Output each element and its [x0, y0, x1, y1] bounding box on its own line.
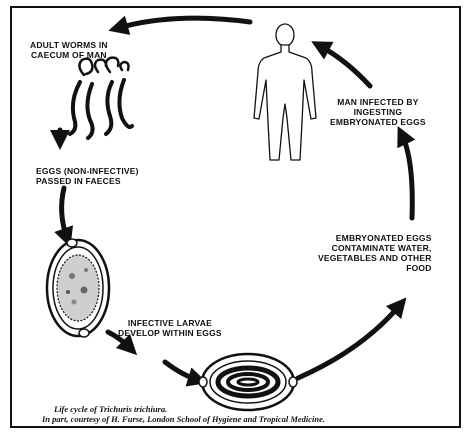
egg-unembryonated-icon	[47, 239, 109, 337]
caption-line2: In part, courtesy of H. Furse, London Sc…	[42, 414, 325, 424]
human-figure-icon	[254, 24, 316, 160]
arrow-embryonated-to-contaminate	[298, 305, 400, 378]
arrow-faeces-to-egg	[62, 188, 67, 238]
label-man-infected-line1: MAN INFECTED BY	[330, 97, 426, 107]
label-eggs-passed-line1: EGGS (NON-INFECTIVE)	[36, 166, 139, 176]
label-adult-worms-line1: ADULT WORMS IN	[30, 40, 108, 50]
label-contaminate-line4: FOOD	[318, 263, 432, 273]
label-eggs-passed: EGGS (NON-INFECTIVE) PASSED IN FAECES	[36, 166, 139, 186]
arrow-human-to-worms	[118, 18, 250, 28]
label-man-infected: MAN INFECTED BY INGESTING EMBRYONATED EG…	[330, 97, 426, 127]
label-eggs-passed-line2: PASSED IN FAECES	[36, 176, 139, 186]
adult-worms-icon	[70, 58, 132, 138]
cycle-arrows	[60, 18, 412, 380]
arrow-to-man	[402, 135, 412, 218]
label-man-infected-line3: EMBRYONATED EGGS	[330, 117, 426, 127]
label-larvae: INFECTIVE LARVAE DEVELOP WITHIN EGGS	[118, 318, 222, 338]
label-contaminate-line3: VEGETABLES AND OTHER	[318, 253, 432, 263]
label-contaminate-line2: CONTAMINATE WATER,	[318, 243, 432, 253]
arrow-man-infected	[320, 46, 370, 86]
label-larvae-line1: INFECTIVE LARVAE	[118, 318, 222, 328]
egg-embryonated-icon	[199, 354, 297, 410]
caption-line1: Life cycle of Trichuris trichiura.	[42, 404, 325, 414]
label-contaminate-line1: EMBRYONATED EGGS	[318, 233, 432, 243]
label-man-infected-line2: INGESTING	[330, 107, 426, 117]
figure-caption: Life cycle of Trichuris trichiura. In pa…	[42, 404, 325, 424]
arrow-larvae-to-embryonated	[165, 362, 198, 380]
label-contaminate: EMBRYONATED EGGS CONTAMINATE WATER, VEGE…	[318, 233, 432, 273]
label-adult-worms: ADULT WORMS IN CAECUM OF MAN	[30, 40, 108, 60]
label-larvae-line2: DEVELOP WITHIN EGGS	[118, 328, 222, 338]
label-adult-worms-line2: CAECUM OF MAN	[30, 50, 108, 60]
